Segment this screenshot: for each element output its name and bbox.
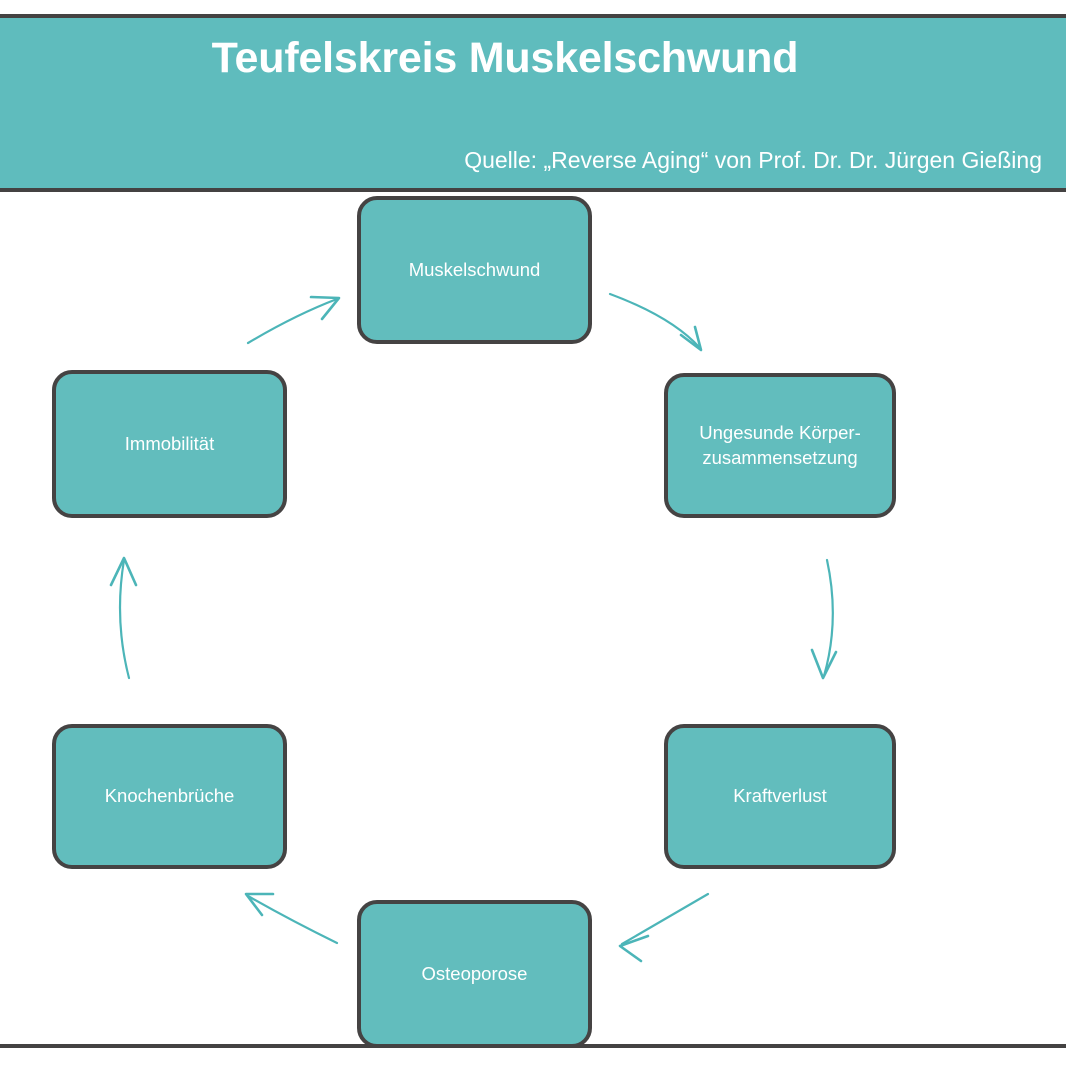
cycle-node-ungesunde-koerperzusammensetzung[interactable]: Ungesunde Körper- zusammensetzung xyxy=(664,373,896,518)
cycle-node-label: Knochenbrüche xyxy=(104,785,235,807)
slide-bottom-rule xyxy=(0,1044,1066,1048)
slide-top-rule xyxy=(0,14,1066,18)
arrow-kraftverlust-to-osteoporose xyxy=(618,892,710,963)
header-band xyxy=(0,18,1066,188)
arrow-knochenbrueche-to-immobilitaet xyxy=(109,556,138,680)
cycle-node-immobilitaet[interactable]: Immobilität xyxy=(52,370,287,518)
header-bottom-rule xyxy=(0,188,1066,192)
cycle-node-label: Muskelschwund xyxy=(408,258,541,280)
cycle-node-knochenbrueche[interactable]: Knochenbrüche xyxy=(52,724,287,869)
page-title: Teufelskreis Muskelschwund xyxy=(211,34,799,82)
cycle-node-osteoporose[interactable]: Osteoporose xyxy=(357,900,592,1048)
arrow-muskelschwund-to-koerper xyxy=(608,292,703,352)
arrow-immobilitaet-to-muskelschwund xyxy=(246,295,341,345)
cycle-node-muskelschwund[interactable]: Muskelschwund xyxy=(357,196,592,344)
cycle-node-label: Kraftverlust xyxy=(733,785,827,807)
source-attribution: Quelle: „Reverse Aging“ von Prof. Dr. Dr… xyxy=(464,147,1042,173)
cycle-node-label: Osteoporose xyxy=(421,962,528,984)
cycle-node-label: Immobilität xyxy=(124,432,215,454)
arrow-osteoporose-to-knochenbrueche xyxy=(244,892,339,945)
cycle-node-label: Ungesunde Körper- zusammensetzung xyxy=(699,421,861,468)
arrow-koerper-to-kraftverlust xyxy=(810,558,838,680)
cycle-node-kraftverlust[interactable]: Kraftverlust xyxy=(664,724,896,869)
